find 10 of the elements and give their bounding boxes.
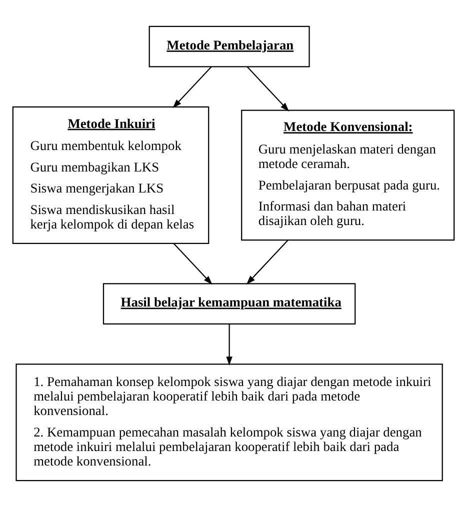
node-box: 1. Pemahaman konsep kelompok siswa yang diajar dengan metode inkuiri melalui pembelajaran kooperatif lebih baik dari pada metode konvensional. 2. Kemampuan pemecahan masalah kelompok siswa yang diajar dengan metode inkuiri melalui pembelajaran kooperatif lebih baik dari pada metode konvensional. — [16, 363, 443, 481]
arrow — [226, 324, 232, 366]
arrow — [246, 66, 290, 111]
arrow — [246, 239, 288, 284]
arrow — [173, 242, 212, 284]
node-box: Metode Inkuiri Guru membentuk kelompok Guru membagikan LKS Siswa mengerjakan LKS Siswa mendiskusikan hasil kerja kelompok di depan kelas — [12, 106, 210, 244]
arrow — [172, 66, 212, 108]
node-box: Metode Konvensional: Guru menjelaskan materi dengan metode ceramah. Pembelajaran berpusat pada guru. Informasi dan bahan materi disajikan oleh guru. — [241, 109, 455, 240]
node-box: Metode Pembelajaran — [148, 25, 310, 67]
node-box: Hasil belajar kemampuan matematika — [102, 282, 356, 324]
